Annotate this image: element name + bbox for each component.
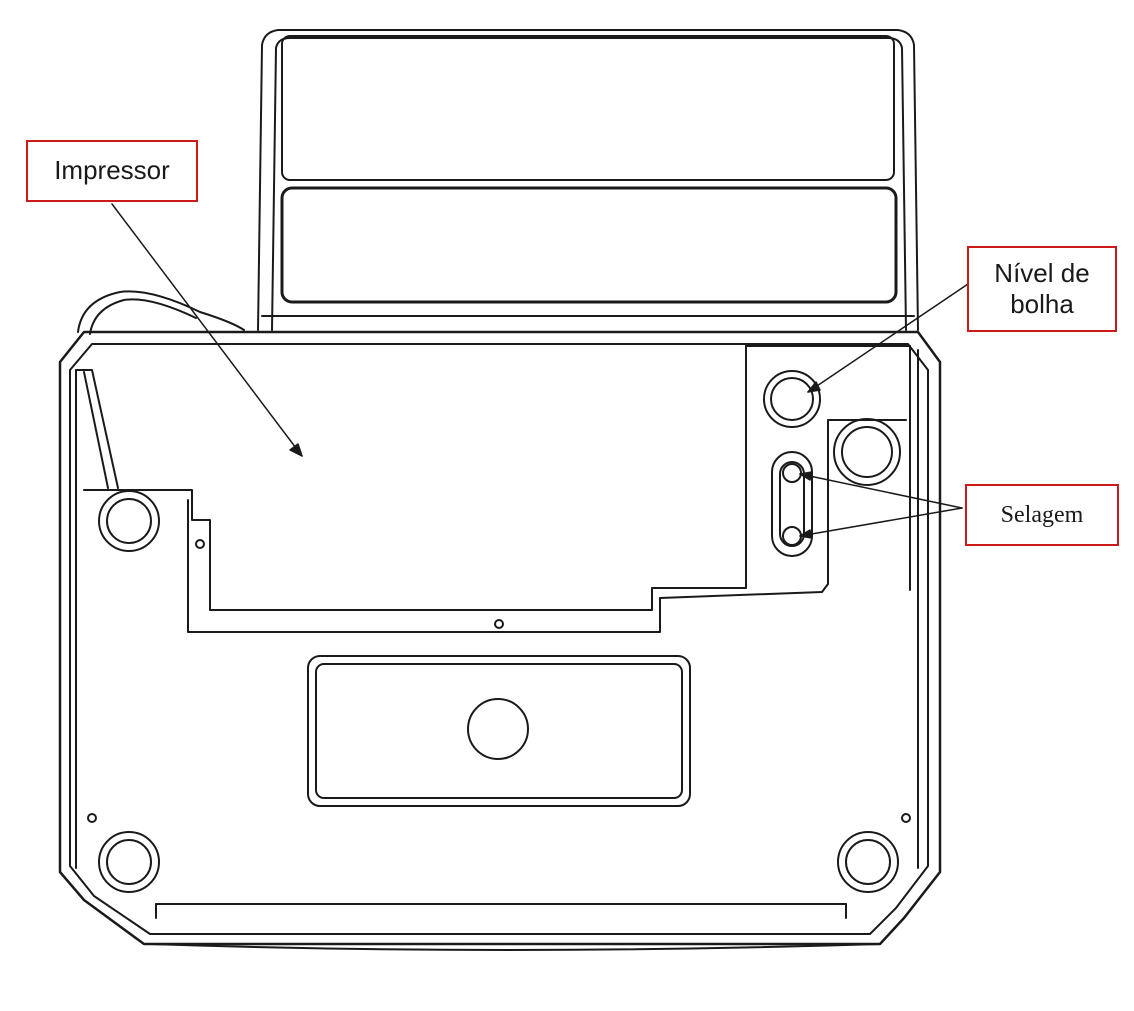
- callout-arrows: [111, 203, 969, 539]
- callout-nivel-de-bolha: Nível de bolha: [967, 246, 1117, 332]
- seal-slot: [771, 451, 813, 557]
- screw-holes: [87, 813, 911, 823]
- left-latch: [75, 369, 119, 489]
- rubber-feet: [98, 418, 901, 893]
- callout-impressor-label: Impressor: [54, 155, 170, 186]
- access-panel: [307, 655, 691, 807]
- callout-selagem-label: Selagem: [1000, 501, 1084, 528]
- paper-lid: [257, 29, 919, 331]
- printer-module: [83, 345, 911, 633]
- base-body: [58, 330, 942, 951]
- callout-nivel-label-line1: Nível de: [994, 257, 1090, 288]
- bubble-level: [763, 370, 821, 428]
- callout-selagem: Selagem: [965, 484, 1119, 546]
- callout-impressor: Impressor: [26, 140, 198, 202]
- callout-nivel-label-line2: bolha: [1010, 289, 1074, 319]
- hinge-cable: [77, 290, 245, 335]
